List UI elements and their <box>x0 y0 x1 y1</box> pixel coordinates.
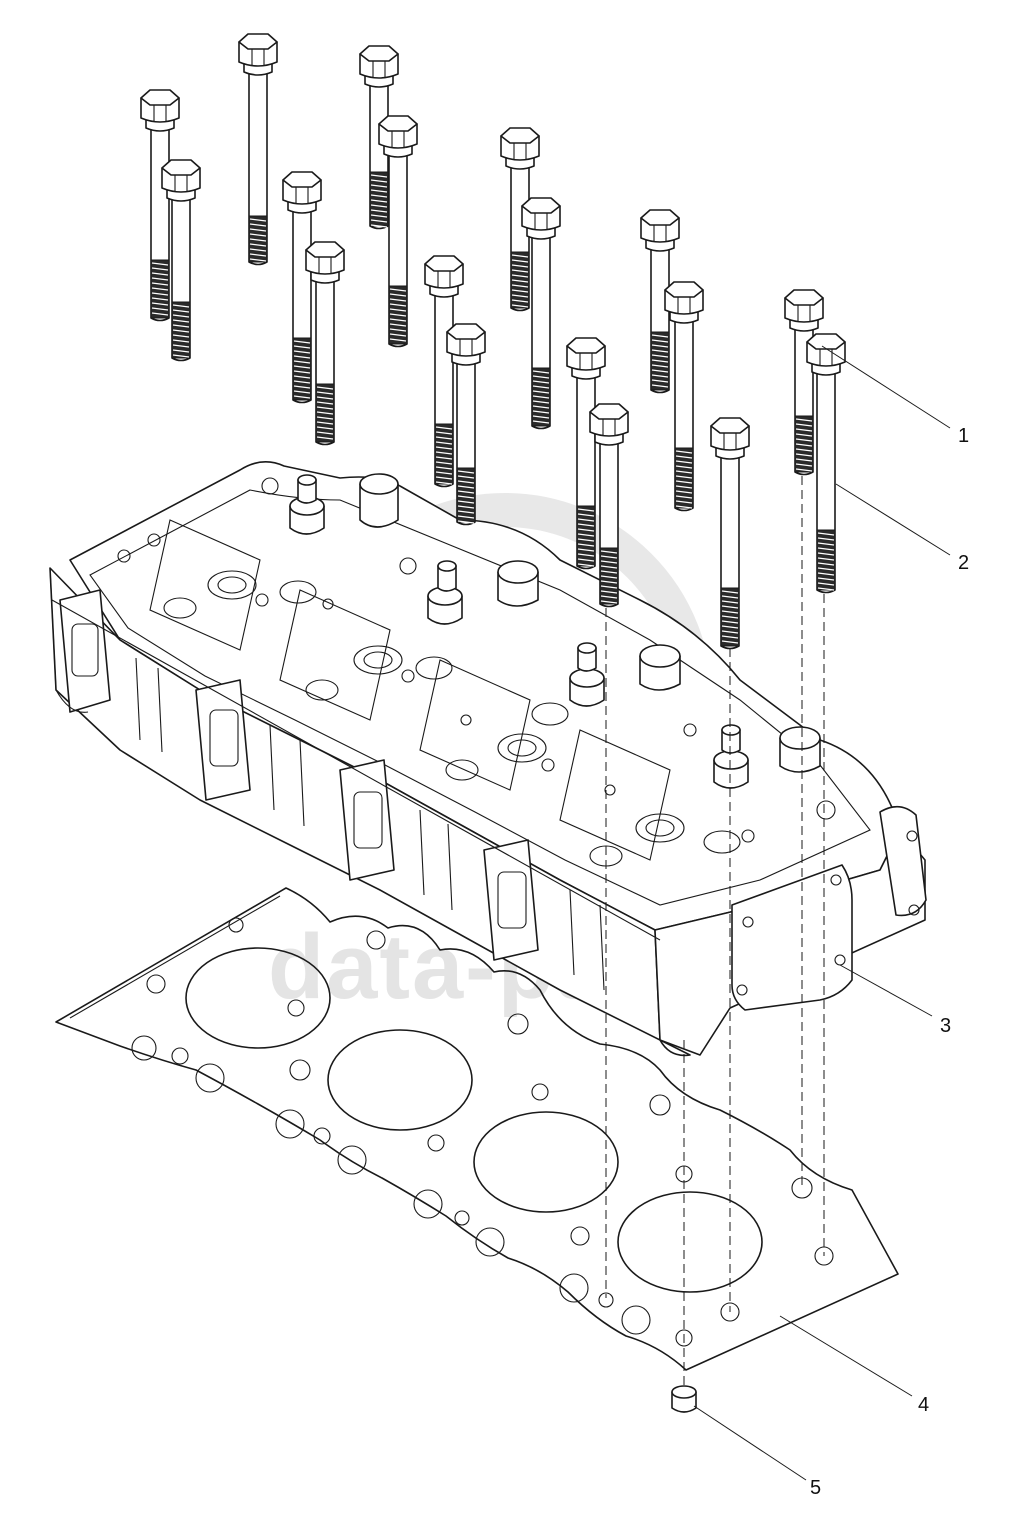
callout-5: 5 <box>810 1477 821 1499</box>
head-bolt <box>424 255 464 488</box>
cylinder-head-gasket <box>55 887 899 1371</box>
head-bolt <box>806 333 846 594</box>
callout-4: 4 <box>918 1394 929 1416</box>
head-bolt <box>359 45 399 230</box>
cylinder-head-bolts <box>140 33 846 650</box>
alignment-lines <box>605 476 825 1385</box>
head-bolt <box>500 127 540 312</box>
head-bolt <box>640 209 680 394</box>
head-bolt <box>305 241 345 446</box>
head-bolt <box>589 403 629 608</box>
head-bolt <box>161 159 201 362</box>
callout-2: 2 <box>958 552 969 574</box>
head-bolt <box>446 323 486 526</box>
cylinder-head <box>49 461 927 1057</box>
head-bolt <box>521 197 561 430</box>
head-bolt <box>664 281 704 512</box>
head-bolt <box>282 171 322 404</box>
callout-1: 1 <box>958 425 969 447</box>
head-bolt <box>238 33 278 266</box>
leader-lines <box>693 345 951 1481</box>
head-bolt <box>710 417 750 650</box>
callout-numbers: 1 2 3 4 5 <box>810 425 969 1499</box>
callout-3: 3 <box>940 1015 951 1037</box>
dowel-pin <box>671 1385 697 1413</box>
head-bolt <box>378 115 418 348</box>
